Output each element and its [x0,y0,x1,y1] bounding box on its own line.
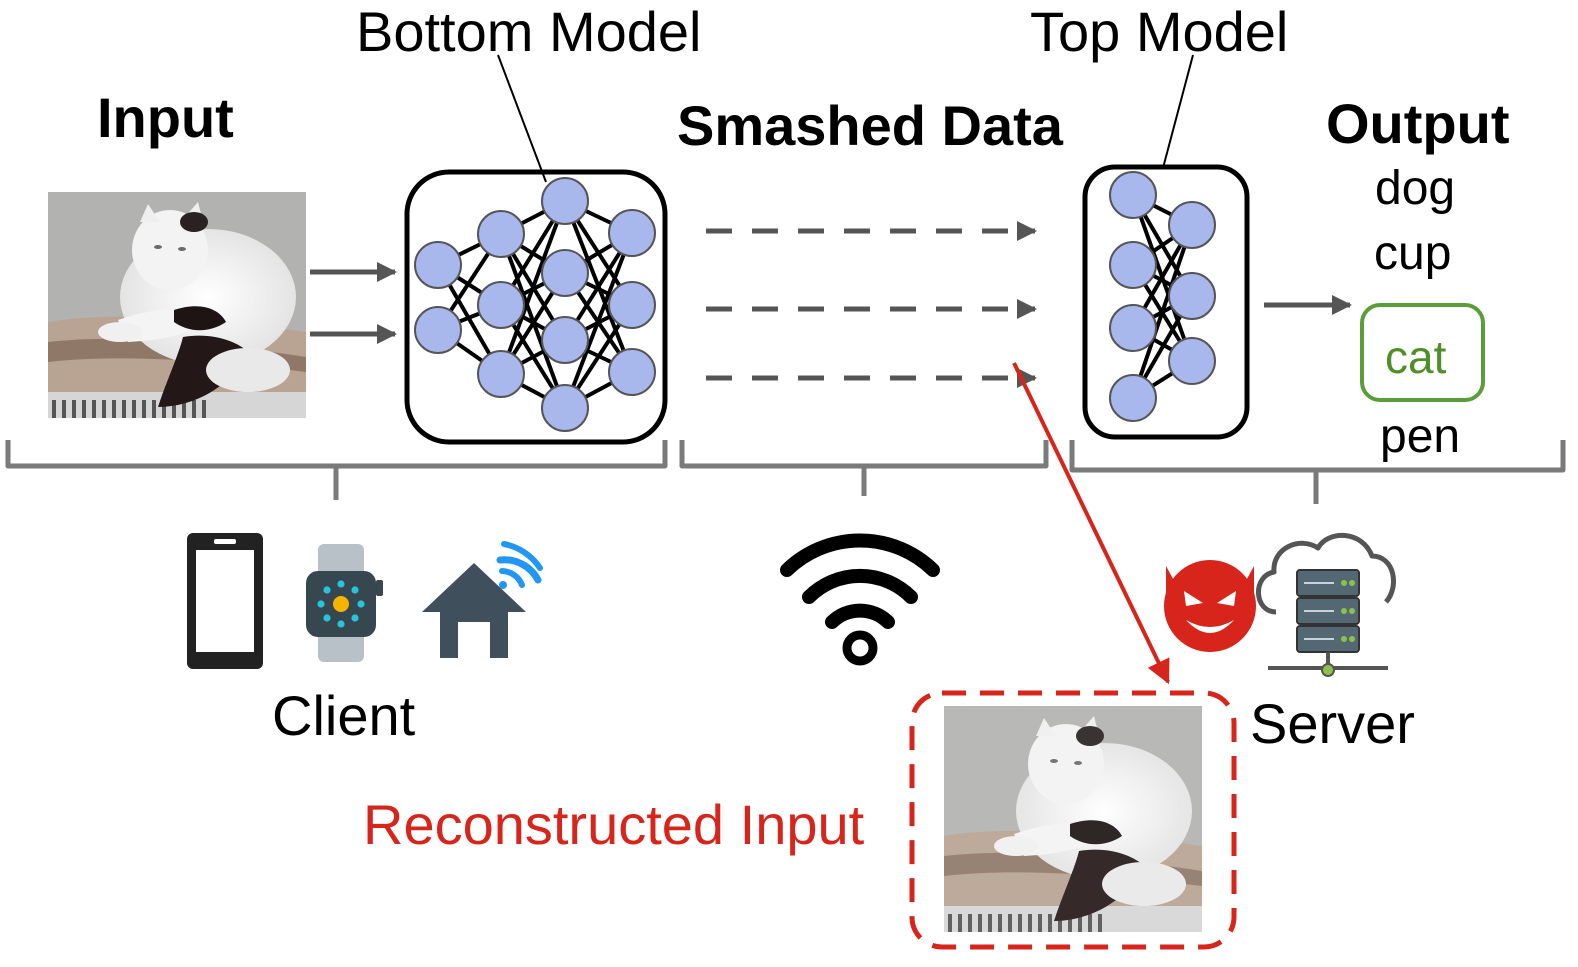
top-model-neuron [1168,337,1216,385]
reconstructed-frame [909,690,1237,950]
bottom-model-label: Bottom Model [356,0,702,63]
top-model-neuron [1168,201,1216,249]
wifi-icon [780,533,940,666]
reconstructed-image [944,706,1202,932]
input-arrows [310,262,397,344]
output-label: Output [1326,92,1510,155]
output-class-dog: dog [1375,162,1456,215]
top-model-neuron [1109,241,1157,289]
top-model-network [1082,164,1250,440]
group-braces [5,440,1566,504]
bottom-model-neuron [477,210,525,258]
top-model-neuron [1109,374,1157,422]
smartphone-icon [187,533,263,669]
top-model-neuron [1109,304,1157,352]
bottom-model-neuron [541,249,589,297]
smashed-data-label: Smashed Data [677,94,1063,157]
input-label: Input [97,86,234,149]
bottom-model-leader-line [497,54,547,183]
reconstructed-input-label: Reconstructed Input [363,793,865,856]
client-label: Client [272,684,416,747]
bottom-model-neuron [541,316,589,364]
attack-arrow [1012,362,1170,685]
bottom-model-neuron [608,209,656,257]
server-brace [1069,440,1566,504]
bottom-model-edge [499,200,567,375]
bottom-model-neuron [414,306,462,354]
bottom-model-neuron [541,384,589,432]
output-class-cat: cat [1385,331,1447,383]
smart-home-icon [422,541,543,658]
top-model-neuron [1168,272,1216,320]
bottom-model-edge [563,232,634,409]
top-model-leader-line [1162,54,1194,169]
top-model-neuron [1109,171,1157,219]
top-model-edge [1131,224,1194,399]
network-brace [679,440,1049,496]
bottom-model-neuron [608,281,656,329]
output-class-cup: cup [1374,227,1452,280]
output-class-pen: pen [1380,410,1461,463]
client-brace [5,440,668,500]
bottom-model-neuron [477,350,525,398]
bottom-model-neuron [414,241,462,289]
bottom-model-neuron [541,177,589,225]
input-image [48,192,306,418]
predicted-class-box [1360,303,1485,402]
bottom-model-box [404,169,668,445]
bottom-model-neuron [608,348,656,396]
smashed-data-arrows [706,221,1037,388]
top-model-label: Top Model [1030,0,1289,63]
bottom-model-neuron [477,281,525,329]
devil-icon [1164,560,1256,652]
cloud-server-icon [1256,533,1396,677]
server-label: Server [1250,692,1415,755]
bottom-model-network [404,169,668,445]
smartwatch-icon [306,544,383,662]
